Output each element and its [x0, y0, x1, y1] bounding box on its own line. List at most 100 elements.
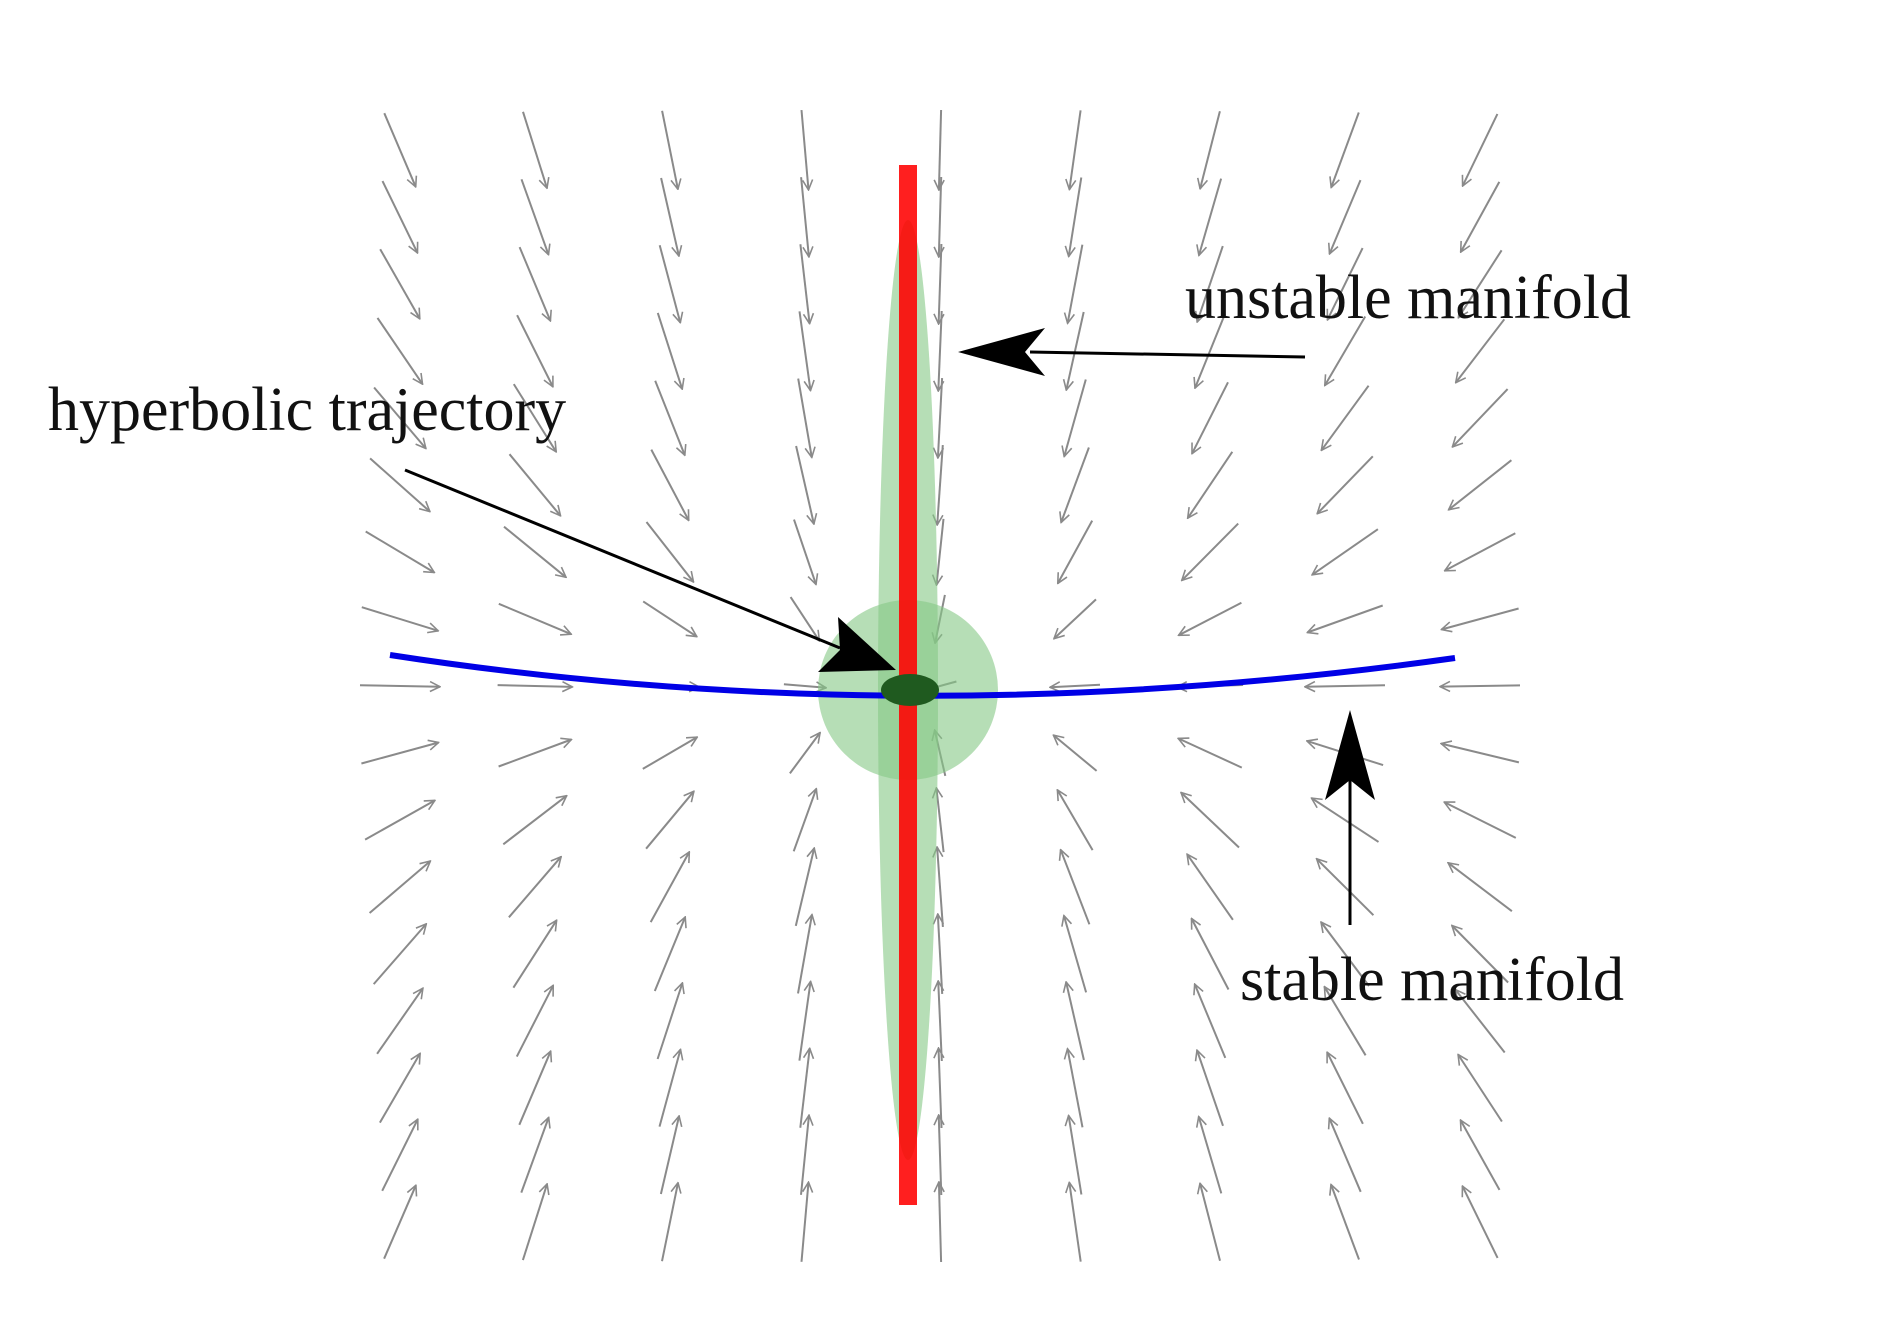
vector-field-arrow	[1195, 313, 1226, 388]
vector-field-arrow	[383, 112, 415, 187]
vector-field-arrow	[1061, 447, 1090, 523]
vector-field-arrow	[1068, 1049, 1084, 1128]
vector-field-arrow	[1317, 455, 1374, 513]
vector-field-arrow	[939, 1182, 941, 1263]
vector-field-arrow	[1441, 744, 1520, 764]
vector-field-arrow	[656, 312, 682, 389]
vector-field-arrow	[794, 848, 814, 927]
vector-field-arrow	[521, 1184, 547, 1261]
vector-field-arrow	[1199, 1117, 1223, 1194]
vector-field-arrow	[800, 110, 809, 190]
vector-field-arrow	[661, 110, 678, 189]
vector-field-arrow	[1200, 110, 1221, 189]
vector-field-arrow	[1199, 178, 1223, 256]
vector-field-arrow	[1331, 112, 1360, 188]
vector-field-arrow	[1069, 177, 1083, 257]
vector-field-arrow	[1061, 850, 1091, 925]
vector-field-arrow	[792, 789, 817, 852]
vector-field-arrow	[376, 317, 423, 384]
vector-field-arrow	[1461, 1186, 1499, 1259]
vector-field-arrow	[660, 177, 679, 256]
vector-field-arrow	[1178, 738, 1243, 769]
vector-field-arrow	[1329, 1118, 1362, 1193]
label-stable-manifold: stable manifold	[1240, 946, 1624, 1014]
vector-field-arrow	[1197, 245, 1224, 322]
vector-field-arrow	[797, 915, 812, 994]
vector-field-arrow	[512, 383, 556, 452]
vector-field-arrow	[1331, 1185, 1360, 1260]
vector-field-arrow	[520, 1117, 548, 1193]
annotation-arrow-hyperbolic	[404, 468, 896, 672]
vector-field-arrow	[799, 244, 809, 323]
vector-field-arrow	[518, 1051, 550, 1126]
vector-field-arrow	[368, 861, 431, 914]
vector-field-arrow	[1463, 113, 1499, 186]
vector-field-arrow	[508, 857, 561, 918]
vector-field-arrow	[520, 178, 549, 254]
vector-field-arrow	[650, 449, 690, 521]
vector-field-arrow	[365, 530, 435, 573]
vector-field-arrow	[1188, 451, 1234, 518]
vector-field-arrow	[1441, 607, 1519, 630]
vector-field-arrow	[381, 180, 418, 253]
vector-field-arrow	[379, 1053, 420, 1124]
vector-field-arrow	[1317, 859, 1375, 916]
vector-field-arrow	[373, 386, 426, 449]
label-hyperbolic-trajectory: hyperbolic trajectory	[48, 376, 566, 444]
vector-field-arrow	[938, 378, 942, 458]
vector-field-arrow	[1445, 532, 1516, 572]
vector-field-arrow	[1458, 1055, 1503, 1123]
vector-field-arrow	[659, 1116, 679, 1195]
vector-field-arrow	[937, 445, 944, 525]
vector-field-arrow	[1456, 318, 1506, 382]
vector-field-arrow	[1452, 388, 1509, 447]
vector-field-arrow	[654, 380, 685, 455]
vector-field-arrow	[1056, 520, 1094, 584]
vector-field-arrow	[376, 988, 423, 1055]
vector-field-arrow	[645, 521, 694, 582]
vector-field-arrow	[1068, 244, 1084, 324]
vector-field-arrow	[1191, 381, 1229, 453]
vector-field-arrow	[1449, 459, 1513, 510]
vector-field-arrow	[1064, 379, 1087, 457]
vector-field-arrow	[1200, 1183, 1221, 1261]
vector-field-arrow	[799, 1048, 809, 1128]
vector-field-arrow	[361, 606, 438, 631]
vector-field-arrow	[642, 737, 697, 770]
vector-field-arrow	[1064, 916, 1088, 993]
vector-field-arrow	[797, 378, 812, 458]
vector-field-arrow	[502, 796, 566, 846]
vector-field-arrow	[1190, 919, 1230, 990]
vector-field-arrow	[1321, 385, 1370, 451]
vector-field-arrow	[1444, 801, 1517, 839]
vector-field-arrow	[1066, 311, 1085, 390]
vector-field-arrow	[1330, 179, 1362, 254]
vector-field-arrow	[1321, 922, 1370, 987]
hyperbolic-point	[881, 674, 939, 706]
vector-field-arrow	[361, 743, 438, 765]
vector-field-arrow	[800, 1182, 809, 1262]
vector-field-arrow	[1182, 522, 1239, 581]
vector-field-arrow	[379, 248, 420, 319]
vector-field-arrow	[1069, 1116, 1083, 1195]
vector-field-arrow	[1459, 181, 1501, 252]
vector-field-arrow	[937, 518, 945, 585]
vector-field-arrow	[645, 791, 694, 850]
vector-field-arrow	[372, 924, 427, 985]
vector-field	[359, 109, 1521, 1263]
vector-field-arrow	[1326, 247, 1364, 320]
vector-field-arrow	[658, 1049, 681, 1127]
vector-field-arrow	[1053, 735, 1098, 772]
vector-field-arrow	[503, 525, 566, 578]
vector-field-arrow	[508, 453, 561, 516]
vector-field-arrow	[497, 685, 573, 687]
vector-field-arrow	[793, 519, 816, 585]
vector-field-arrow	[798, 311, 811, 390]
vector-field-arrow	[518, 246, 551, 321]
vector-field-arrow	[1181, 793, 1240, 849]
vector-field-arrow	[1054, 598, 1097, 638]
vector-field-arrow	[1307, 604, 1384, 633]
vector-field-arrow	[936, 788, 945, 853]
vector-field-arrow	[642, 600, 697, 636]
